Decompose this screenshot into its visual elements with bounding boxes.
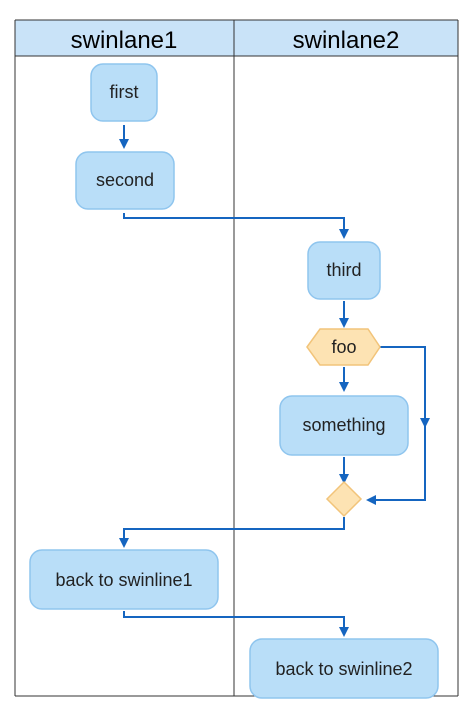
activity-something: something (279, 395, 409, 456)
activity-second-label: second (96, 170, 154, 190)
lane-header-bg-2 (234, 20, 458, 56)
activity-back-to-swinline2: back to swinline2 (249, 638, 439, 699)
activity-back-to-swinline1: back to swinline1 (29, 549, 219, 610)
activity-first: first (90, 63, 158, 122)
decision-foo: foo (306, 328, 381, 366)
activity-first-label: first (110, 82, 139, 102)
lane-title-2: swinlane2 (293, 27, 400, 54)
activity-second: second (75, 151, 175, 210)
activity-back1-label: back to swinline1 (55, 570, 192, 590)
edge-back1-back2 (123, 611, 349, 637)
lane-title-1: swinlane1 (71, 27, 178, 54)
edge-foo-else-down (380, 346, 430, 428)
edge-else-merge (366, 425, 426, 505)
activity-third-label: third (326, 260, 361, 280)
activity-something-label: something (302, 415, 385, 435)
merge-diamond (325, 480, 363, 518)
edge-second-third (123, 213, 349, 239)
activity-back2-label: back to swinline2 (275, 659, 412, 679)
decision-foo-label: foo (331, 337, 356, 357)
lane-header-bg-1 (15, 20, 234, 56)
edge-merge-back1 (119, 517, 345, 548)
activity-third: third (307, 241, 381, 300)
